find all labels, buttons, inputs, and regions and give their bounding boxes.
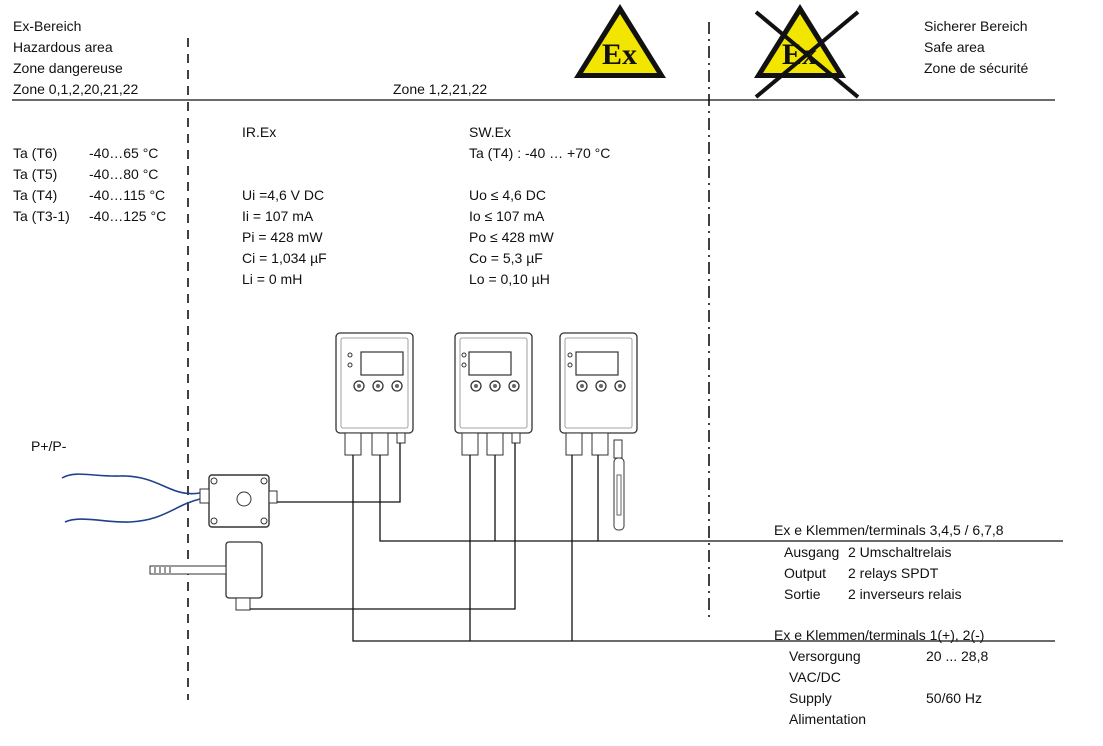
display-unit-3 <box>559 332 638 531</box>
output-terminals-heading: Ex e Klemmen/terminals 3,4,5 / 6,7,8 <box>774 522 1004 538</box>
ir-ex-param: Ui =4,6 V DC <box>242 187 325 203</box>
temp-class-range: -40…115 °C <box>89 187 166 203</box>
temp-class-label: Ta (T3-1) <box>13 208 70 224</box>
pressure-tube-2 <box>64 498 201 523</box>
sensor-label: P+/P- <box>31 438 67 454</box>
ex-warning-icon <box>574 4 666 78</box>
hazard-area-title-de: Ex-Bereich <box>13 18 82 34</box>
supply-terminals-heading: Ex e Klemmen/terminals 1(+), 2(-) <box>774 627 985 643</box>
sw-ex-param: Uo ≤ 4,6 DC <box>469 187 546 203</box>
temp-class-label: Ta (T4) <box>13 187 58 203</box>
temp-class-range: -40…65 °C <box>89 145 159 161</box>
hazard-area-title-fr: Zone dangereuse <box>13 60 123 76</box>
safe-area-title-fr: Zone de sécurité <box>924 60 1029 76</box>
hazard-zone-numbers: Zone 0,1,2,20,21,22 <box>13 81 139 97</box>
output-value: 2 relays SPDT <box>848 565 939 581</box>
supply-key: Supply <box>789 690 832 706</box>
ir-ex-param: Ii = 107 mA <box>242 208 314 224</box>
sw-ex-param: Co = 5,3 µF <box>469 250 543 266</box>
supply-key: Versorgung <box>789 648 861 664</box>
ir-ex-title: IR.Ex <box>242 124 277 140</box>
supply-key: Alimentation <box>789 711 867 727</box>
sw-ex-param: Lo = 0,10 µH <box>469 271 550 287</box>
wiring <box>250 443 1063 642</box>
output-value: 2 inverseurs relais <box>848 586 962 602</box>
supply-key: VAC/DC <box>789 669 841 685</box>
sw-ex-param: Po ≤ 428 mW <box>469 229 554 245</box>
ir-ex-param: Pi = 428 mW <box>242 229 323 245</box>
sw-ex-title: SW.Ex <box>469 124 512 140</box>
temperature-probe <box>149 541 263 611</box>
output-key: Sortie <box>784 586 821 602</box>
hazard-area-title-en: Hazardous area <box>13 39 113 55</box>
ex-crossed-out-icon <box>754 4 860 99</box>
pressure-tube-1 <box>61 473 201 495</box>
output-key: Output <box>784 565 827 581</box>
output-value: 2 Umschaltrelais <box>848 544 952 560</box>
sw-ex-ta: Ta (T4) : -40 … +70 °C <box>469 145 611 161</box>
ex-crossed-label: Ex <box>782 38 818 71</box>
ir-ex-param: Li = 0 mH <box>242 271 303 287</box>
temp-class-range: -40…125 °C <box>89 208 167 224</box>
output-key: Ausgang <box>784 544 840 560</box>
pressure-transmitter <box>199 474 278 528</box>
display-unit-1 <box>335 332 414 456</box>
temp-class-range: -40…80 °C <box>89 166 159 182</box>
safe-area-title-de: Sicherer Bereich <box>924 18 1028 34</box>
temp-class-label: Ta (T5) <box>13 166 58 182</box>
sw-ex-param: Io ≤ 107 mA <box>469 208 545 224</box>
middle-zone-numbers: Zone 1,2,21,22 <box>393 81 488 97</box>
safe-area-title-en: Safe area <box>924 39 985 55</box>
ir-ex-param: Ci = 1,034 µF <box>242 250 327 266</box>
ex-warning-label: Ex <box>602 38 638 71</box>
supply-value: 50/60 Hz <box>926 690 983 706</box>
temp-class-label: Ta (T6) <box>13 145 58 161</box>
supply-value: 20 ... 28,8 <box>926 648 989 664</box>
display-unit-2 <box>454 332 533 456</box>
